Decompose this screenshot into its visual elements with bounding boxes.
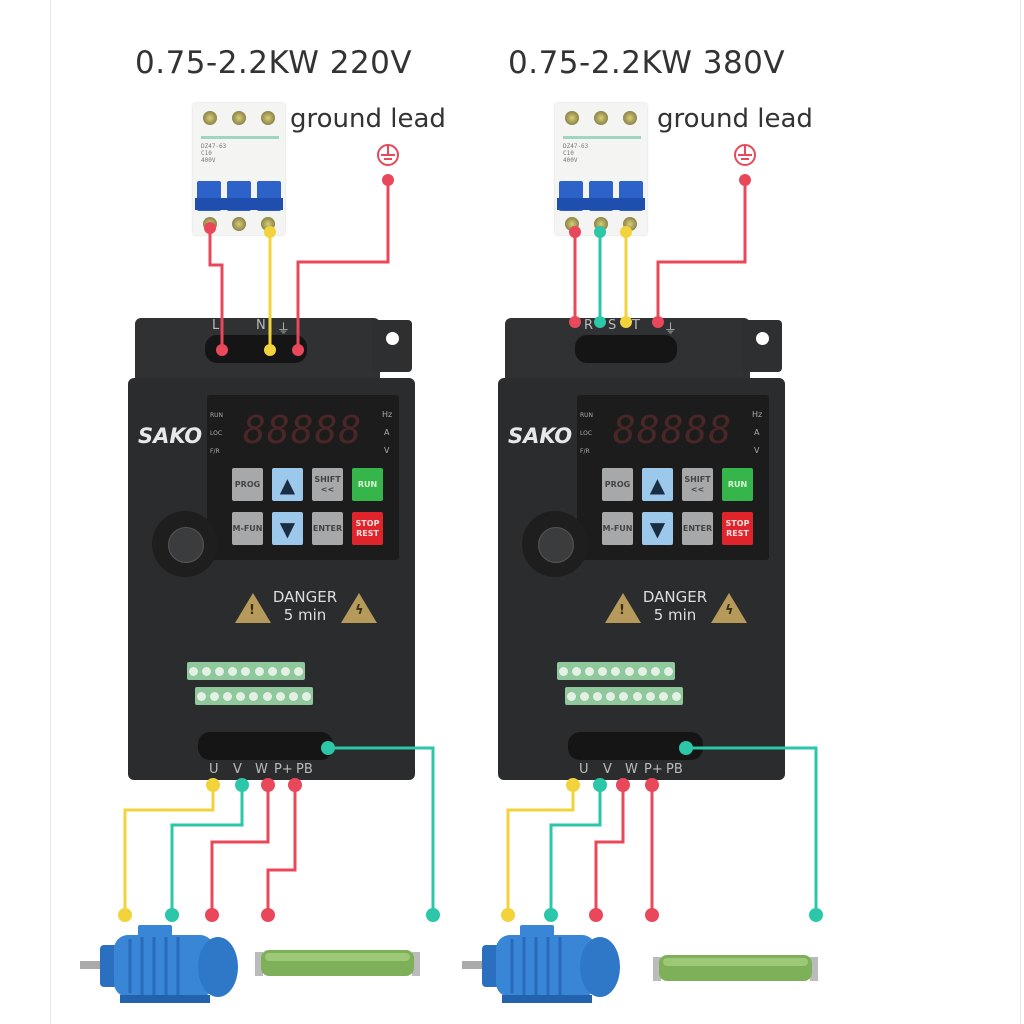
control-terminal-upper: [557, 662, 675, 680]
indicator-loc: LOC: [580, 430, 593, 437]
indicator-run: RUN: [580, 412, 594, 419]
terminal-label-ground: ⏚: [277, 322, 291, 337]
danger-warning: DANGER 5 min: [255, 588, 355, 624]
braking-resistor-icon: [255, 950, 420, 976]
danger-warning: DANGER 5 min: [625, 588, 725, 624]
run-button[interactable]: RUN: [352, 468, 383, 501]
prog-button[interactable]: PROG: [232, 468, 263, 501]
indicator-fr: F/R: [580, 448, 590, 455]
motor-icon: [80, 925, 238, 1003]
mounting-tab: [742, 320, 782, 372]
terminal-label-v: V: [233, 762, 242, 777]
unit-v: V: [384, 446, 390, 455]
knob-icon: [168, 527, 204, 563]
input-terminal-block: [575, 335, 677, 363]
control-terminal-lower: [195, 687, 313, 705]
unit-a: A: [384, 428, 390, 437]
mfun-button[interactable]: M-FUN: [602, 512, 633, 545]
indicator-fr: F/R: [210, 448, 220, 455]
down-button[interactable]: ▼: [272, 512, 303, 545]
warning-icon: !: [235, 593, 271, 623]
output-terminal-block: [198, 732, 333, 760]
wiring-lines: [501, 144, 823, 922]
terminal-label-u: U: [579, 762, 589, 777]
terminal-label-n: N: [256, 318, 266, 333]
indicator-loc: LOC: [210, 430, 223, 437]
enter-button[interactable]: ENTER: [682, 512, 713, 545]
stop-reset-button[interactable]: STOP REST: [722, 512, 753, 545]
unit-v: V: [754, 446, 760, 455]
enter-button[interactable]: ENTER: [312, 512, 343, 545]
terminal-label-pb: PB: [666, 762, 683, 777]
unit-hz: Hz: [382, 410, 393, 419]
control-terminal-lower: [565, 687, 683, 705]
terminal-label-r: R: [584, 318, 594, 333]
danger-title: DANGER: [642, 588, 708, 606]
danger-time: 5 min: [283, 606, 327, 624]
shift-button[interactable]: SHIFT <<: [312, 468, 343, 501]
terminal-label-s: S: [608, 318, 617, 333]
up-button[interactable]: ▲: [642, 468, 673, 501]
wiring-lines: [118, 144, 440, 922]
stop-reset-button[interactable]: STOP REST: [352, 512, 383, 545]
warning-icon: !: [605, 593, 641, 623]
led-display: 88888: [613, 408, 733, 452]
terminal-label-l: L: [212, 318, 220, 333]
terminal-label-p-plus: P+: [274, 762, 293, 777]
ground-lead-label: ground lead: [290, 104, 446, 134]
danger-title: DANGER: [272, 588, 338, 606]
ground-lead-label: ground lead: [657, 104, 813, 134]
shift-button[interactable]: SHIFT <<: [682, 468, 713, 501]
brand-logo: SAKO: [138, 424, 203, 448]
unit-hz: Hz: [752, 410, 763, 419]
down-button[interactable]: ▼: [642, 512, 673, 545]
terminal-label-v: V: [603, 762, 612, 777]
terminal-label-ground: ⏚: [664, 322, 678, 337]
terminal-label-w: W: [625, 762, 638, 777]
diagram-title: 0.75-2.2KW 220V: [135, 45, 413, 81]
run-button[interactable]: RUN: [722, 468, 753, 501]
mounting-tab: [372, 320, 412, 372]
up-button[interactable]: ▲: [272, 468, 303, 501]
terminal-label-pb: PB: [296, 762, 313, 777]
danger-time: 5 min: [653, 606, 697, 624]
ground-icon: [734, 144, 756, 166]
led-display: 88888: [243, 408, 363, 452]
left-margin-line: [50, 0, 51, 1024]
terminal-label-w: W: [255, 762, 268, 777]
control-terminal-upper: [187, 662, 305, 680]
braking-resistor-icon: [653, 955, 818, 981]
unit-a: A: [754, 428, 760, 437]
high-voltage-icon: ϟ: [341, 593, 377, 623]
diagram-title: 0.75-2.2KW 380V: [508, 45, 786, 81]
high-voltage-icon: ϟ: [711, 593, 747, 623]
prog-button[interactable]: PROG: [602, 468, 633, 501]
terminal-label-p-plus: P+: [644, 762, 663, 777]
right-margin-line: [1020, 0, 1021, 1024]
terminal-label-t: T: [632, 318, 640, 333]
indicator-run: RUN: [210, 412, 224, 419]
motor-icon: [462, 925, 620, 1003]
terminal-label-u: U: [209, 762, 219, 777]
ground-icon: [377, 144, 399, 166]
mfun-button[interactable]: M-FUN: [232, 512, 263, 545]
knob-icon: [538, 527, 574, 563]
brand-logo: SAKO: [508, 424, 573, 448]
